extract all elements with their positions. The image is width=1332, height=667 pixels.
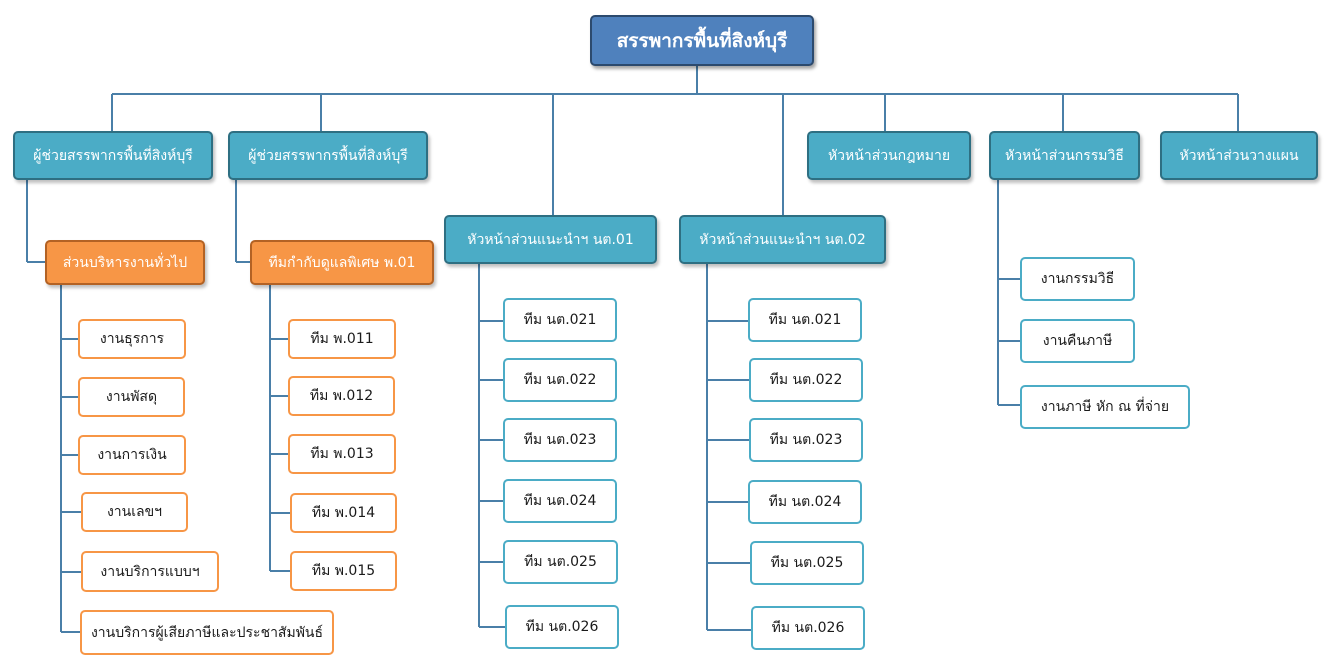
advisory-head-1-box: หัวหน้าส่วนแนะนำฯ นต.01	[444, 215, 657, 264]
advisory-2-team-box: ทีม นต.026	[751, 606, 865, 650]
assistant-director-2-box: ผู้ช่วยสรรพากรพื้นที่สิงห์บุรี	[228, 131, 428, 180]
procedure-head-box: หัวหน้าส่วนกรรมวิธี	[989, 131, 1140, 180]
advisory-1-team-box: ทีม นต.023	[503, 418, 617, 462]
org-root-box: สรรพากรพื้นที่สิงห์บุรี	[590, 15, 814, 66]
admin-unit-box: งานบริการผู้เสียภาษีและประชาสัมพันธ์	[80, 610, 334, 655]
special-team-box: ทีมกำกับดูแลพิเศษ พ.01	[250, 240, 434, 285]
procedure-unit-box: งานกรรมวิธี	[1020, 257, 1135, 301]
special-team-unit-box: ทีม พ.013	[288, 434, 396, 474]
advisory-1-team-box: ทีม นต.026	[505, 605, 619, 649]
admin-unit-box: งานบริการแบบฯ	[81, 551, 219, 592]
advisory-1-team-box: ทีม นต.022	[503, 358, 617, 402]
assistant-director-1-box: ผู้ช่วยสรรพากรพื้นที่สิงห์บุรี	[13, 131, 213, 180]
planning-head-box: หัวหน้าส่วนวางแผน	[1160, 131, 1318, 180]
special-team-unit-box: ทีม พ.012	[288, 376, 395, 416]
admin-unit-box: งานการเงิน	[78, 435, 186, 475]
advisory-1-team-box: ทีม นต.025	[503, 540, 618, 584]
advisory-1-team-box: ทีม นต.024	[503, 479, 617, 523]
advisory-head-2-box: หัวหน้าส่วนแนะนำฯ นต.02	[679, 215, 886, 264]
advisory-2-team-box: ทีม นต.022	[749, 358, 863, 402]
special-team-unit-box: ทีม พ.015	[290, 551, 397, 591]
procedure-unit-box: งานภาษี หัก ณ ที่จ่าย	[1020, 385, 1190, 429]
advisory-2-team-box: ทีม นต.023	[749, 418, 863, 462]
admin-unit-box: งานธุรการ	[78, 319, 186, 359]
advisory-2-team-box: ทีม นต.021	[748, 298, 862, 342]
advisory-2-team-box: ทีม นต.024	[748, 480, 862, 524]
procedure-unit-box: งานคืนภาษี	[1020, 319, 1135, 363]
advisory-1-team-box: ทีม นต.021	[503, 298, 617, 342]
legal-head-box: หัวหน้าส่วนกฎหมาย	[807, 131, 971, 180]
special-team-unit-box: ทีม พ.011	[288, 319, 396, 359]
advisory-2-team-box: ทีม นต.025	[750, 541, 864, 585]
admin-unit-box: งานพัสดุ	[78, 377, 185, 417]
admin-unit-box: งานเลขฯ	[81, 492, 188, 532]
general-admin-box: ส่วนบริหารงานทั่วไป	[45, 240, 205, 285]
special-team-unit-box: ทีม พ.014	[290, 493, 397, 533]
